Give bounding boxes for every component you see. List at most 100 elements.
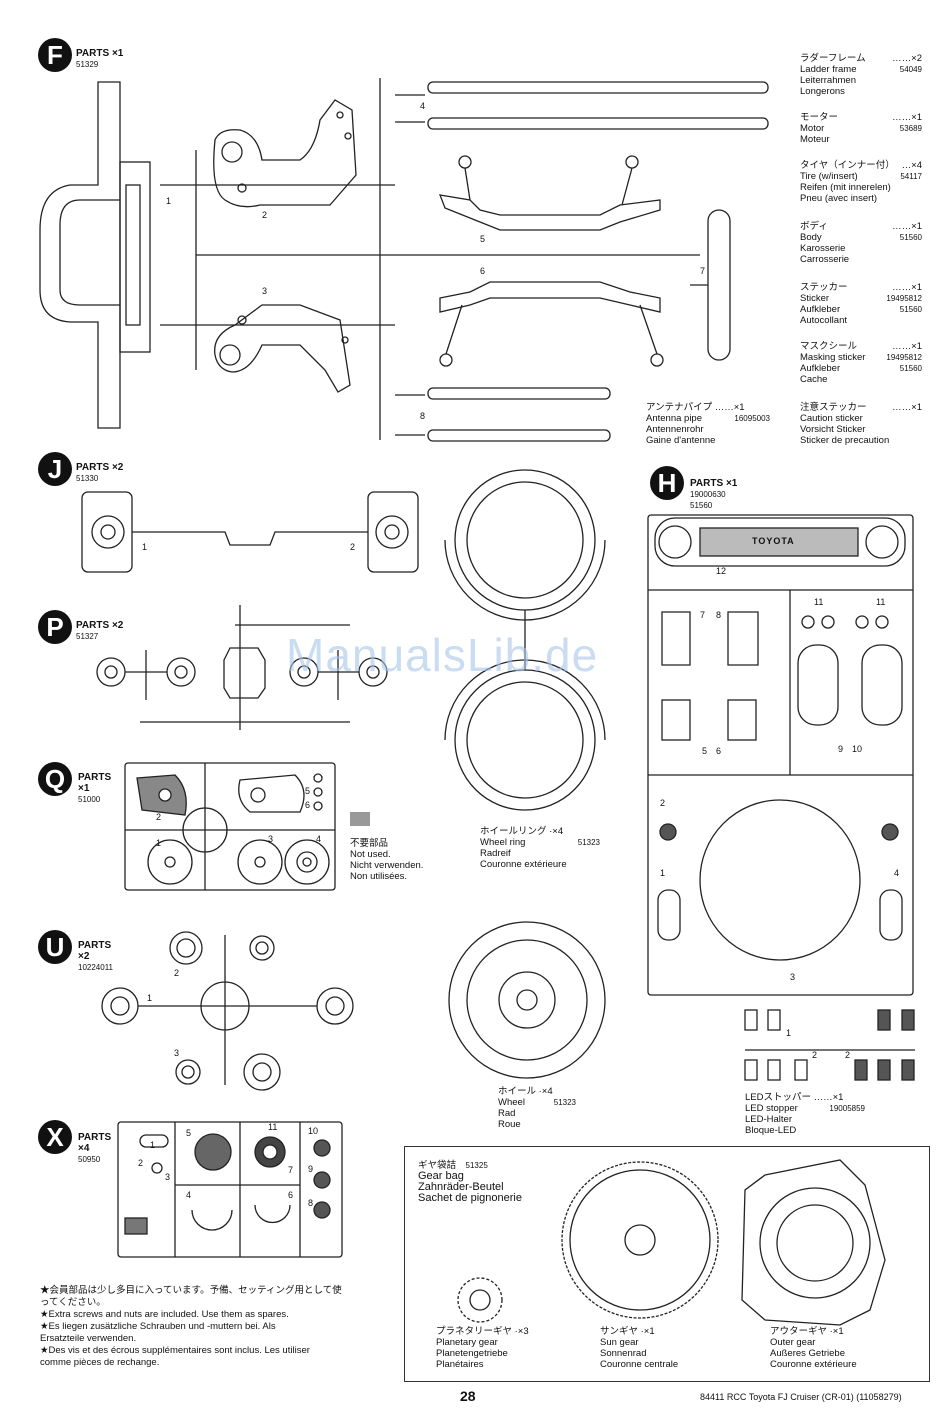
section-badge-q: Q <box>38 762 72 796</box>
gear-bag-caption: ギヤ袋詰 51325 Gear bag Zahnräder-Beutel Sac… <box>418 1160 548 1204</box>
part-pn: 51560 <box>899 364 922 373</box>
part-number: 10 <box>852 744 863 754</box>
part-jp-name: ホイール ·×4 <box>498 1086 553 1097</box>
parts-title: PARTS <box>78 772 112 783</box>
unused-swatch <box>350 812 370 826</box>
unused-note: 不要部品 Not used. Nicht verwenden. Non util… <box>350 838 423 882</box>
part-number: 6 <box>716 746 722 756</box>
part-qty: ……×1 <box>892 341 922 352</box>
parts-code: 51330 <box>76 474 99 483</box>
parts-code: 51560 <box>690 501 713 510</box>
part-jp-name: ラダーフレーム <box>800 53 866 64</box>
parts-title: PARTS <box>78 940 112 951</box>
gears <box>457 1159 886 1326</box>
parts-count: ×1 <box>111 48 124 59</box>
part-jp-name: モーター <box>800 112 839 123</box>
part-de-name: Antennenrohr <box>646 424 704 435</box>
part-pn: 54049 <box>899 65 922 74</box>
parts-count: ×1 <box>725 478 738 489</box>
wheel <box>448 921 606 1079</box>
part-number: 4 <box>186 1190 192 1200</box>
part-qty: ……×1 <box>892 282 922 293</box>
parts-count: ×4 <box>78 1143 90 1154</box>
part-qty: ……×2 <box>892 53 922 64</box>
part-number: 1 <box>142 542 148 552</box>
part-fr-name: Couronne extérieure <box>480 859 567 870</box>
part-en-name: Ladder frame <box>800 64 857 75</box>
parts-label-f: PARTS ×1 51329 <box>76 48 123 70</box>
part-de-name: Vorsicht Sticker <box>800 424 866 435</box>
part-number: 11 <box>876 597 886 607</box>
part-number: 2 <box>138 1158 144 1168</box>
footnote-line: ってください。 <box>40 1297 106 1308</box>
part-de-name: Außeres Getriebe <box>770 1348 845 1359</box>
parts-title: PARTS <box>76 48 110 59</box>
part-jp-name: ステッカー <box>800 282 848 293</box>
part-number: 3 <box>174 1048 180 1058</box>
parts-label-h: PARTS ×1 19000630 51560 <box>690 478 737 511</box>
part-number: 5 <box>186 1128 192 1138</box>
part-jp-name: 注意ステッカー <box>800 402 867 413</box>
section-badge-j: J <box>38 452 72 486</box>
part-number: 1 <box>156 838 162 848</box>
part-number: 6 <box>288 1190 294 1200</box>
u-parts-tree <box>101 931 354 1091</box>
parts-list-tire: タイヤ（インナー付）…×4 Tire (w/insert)54117 Reife… <box>800 160 922 204</box>
wheel-rings <box>444 469 606 811</box>
parts-label-j: PARTS ×2 51330 <box>76 462 123 484</box>
part-de-name: Planetengetriebe <box>436 1348 508 1359</box>
part-fr-name: Pneu (avec insert) <box>800 193 878 204</box>
part-number: 9 <box>838 744 844 754</box>
parts-label-p: PARTS ×2 51327 <box>76 620 123 642</box>
x-parts-tree <box>117 1121 343 1258</box>
part-fr-name: Couronne centrale <box>600 1359 679 1370</box>
part-number: 2 <box>812 1050 818 1060</box>
parts-title: PARTS <box>76 462 110 473</box>
part-number: 2 <box>350 542 356 552</box>
parts-code: 10224011 <box>78 963 113 972</box>
part-pn: 19495812 <box>886 294 922 303</box>
part-number: 8 <box>716 610 722 620</box>
grille-text: TOYOTA <box>752 536 795 546</box>
part-de-name: Reifen (mit innerelen) <box>800 182 891 193</box>
footnote-line: ★Es liegen zusätzliche Schrauben und -mu… <box>40 1321 276 1332</box>
parts-code: 50950 <box>78 1155 101 1164</box>
part-de-name: Sonnenrad <box>600 1348 647 1359</box>
part-fr-name: Longerons <box>800 86 845 97</box>
part-fr-name: Gaine d'antenne <box>646 435 716 446</box>
part-pn: 51323 <box>553 1098 576 1107</box>
parts-code: 51327 <box>76 632 99 641</box>
footnote-line: ★会員部品は少し多目に入っています。予備、セッティング用として使 <box>40 1285 342 1296</box>
f-parts-tree <box>39 78 769 442</box>
part-number: 5 <box>305 786 311 796</box>
part-number: 5 <box>702 746 708 756</box>
part-en-name: Caution sticker <box>800 413 863 424</box>
part-fr-name: Sachet de pignonerie <box>418 1192 522 1204</box>
led-stopper-tree <box>744 1009 915 1081</box>
footnote-line: ★Des vis et des écrous supplémentaires s… <box>40 1345 310 1356</box>
part-en-name: Sun gear <box>600 1337 639 1348</box>
part-number: 1 <box>660 868 666 878</box>
part-number: 7 <box>700 610 706 620</box>
part-de-name: Rad <box>498 1108 516 1119</box>
part-pn: 54117 <box>900 172 922 181</box>
parts-list-caution: 注意ステッカー……×1 Caution sticker Vorsicht Sti… <box>800 402 922 446</box>
part-de-name: Karosserie <box>800 243 846 254</box>
part-pn: 19005859 <box>829 1104 865 1113</box>
h-parts-tree <box>647 514 914 996</box>
parts-title: PARTS <box>76 620 110 631</box>
part-jp-name: マスクシール <box>800 341 858 352</box>
section-badge-h: H <box>650 466 684 500</box>
part-de-name: LED-Halter <box>745 1114 792 1125</box>
section-badge-p: P <box>38 610 72 644</box>
footnote-line: ★Extra screws and nuts are included. Use… <box>40 1309 289 1320</box>
part-en-name: Wheel ring <box>480 837 526 848</box>
parts-title: PARTS <box>690 478 724 489</box>
part-jp-name: アンテナパイプ ……×1 <box>646 402 745 413</box>
part-number: 1 <box>166 196 172 206</box>
